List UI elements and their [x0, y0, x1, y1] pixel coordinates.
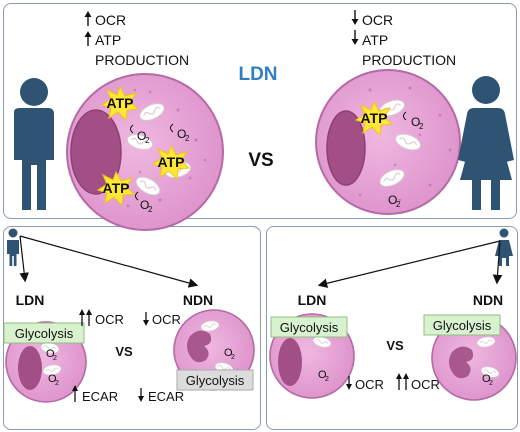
o2-molecule: O 2: [46, 348, 57, 362]
increase-arrow-icon: [84, 31, 92, 46]
svg-text:O: O: [388, 193, 397, 207]
production-text: PRODUCTION: [95, 52, 189, 68]
svg-text:O: O: [48, 373, 57, 385]
increase-arrow-icon: [84, 11, 92, 26]
svg-text:2: 2: [148, 205, 153, 214]
atp-label: ATP: [107, 95, 134, 111]
svg-text:2: 2: [419, 122, 424, 131]
decrease-arrow-icon: [351, 10, 359, 25]
svg-text:O: O: [318, 369, 327, 381]
ocr-label: OCR: [362, 12, 393, 28]
svg-text:O: O: [140, 198, 149, 212]
svg-text:O: O: [224, 347, 233, 359]
production-text: PRODUCTION: [362, 52, 456, 68]
small-male-icon: [7, 228, 19, 266]
glycolysis-box: [270, 316, 348, 338]
cell-high-atp: [66, 73, 224, 231]
o2-molecule: O 2: [388, 193, 401, 209]
o2-molecule: O 2: [224, 347, 235, 361]
double-increase-arrow-icon: [396, 373, 409, 390]
ecar-label: ECAR: [82, 389, 118, 404]
decrease-arrow-icon: [143, 312, 149, 326]
o2-molecule: O 2: [403, 111, 424, 131]
o2-molecule: O 2: [170, 123, 190, 143]
vs-label: VS: [386, 338, 404, 353]
decrease-arrow-icon: [138, 388, 144, 402]
small-female-icon: [495, 228, 513, 266]
svg-text:O: O: [482, 373, 491, 385]
svg-text:O: O: [46, 348, 55, 360]
o2-molecule: O 2: [130, 124, 150, 145]
glycolysis-label: Glycolysis: [280, 320, 339, 335]
o2-molecule: O 2: [318, 369, 329, 383]
atp-label: ATP: [103, 180, 130, 196]
vs-label: VS: [248, 150, 273, 171]
glycolysis-box: [423, 314, 501, 336]
center-title: LDN: [238, 64, 277, 85]
ldn-label: LDN: [298, 292, 327, 308]
female-person-icon: [458, 76, 514, 210]
ndn-label: NDN: [183, 292, 213, 308]
ocr-label: OCR: [152, 312, 181, 327]
svg-text:2: 2: [231, 354, 235, 361]
svg-text:O: O: [177, 127, 186, 141]
double-increase-arrow-icon: [79, 309, 92, 326]
ocr-label: OCR: [95, 312, 124, 327]
svg-text:2: 2: [489, 380, 493, 387]
increase-arrow-icon: [72, 385, 78, 402]
svg-text:O: O: [411, 115, 420, 129]
ldn-label: LDN: [16, 292, 45, 308]
atp-label: ATP: [361, 110, 388, 126]
glycolysis-box: [176, 369, 254, 391]
glycolysis-label: Glycolysis: [433, 318, 492, 333]
svg-text:2: 2: [396, 200, 401, 209]
ocr-label: OCR: [411, 377, 440, 392]
vs-label: VS: [115, 344, 133, 359]
o2-molecule: O 2: [48, 373, 59, 387]
atp-text: ATP: [95, 32, 121, 48]
cell-low-atp: [315, 69, 461, 215]
svg-text:O: O: [137, 129, 146, 143]
atp-text: ATP: [362, 32, 388, 48]
glycolysis-label: Glycolysis: [186, 373, 245, 388]
atp-label: ATP: [158, 154, 185, 170]
o2-molecule: O 2: [482, 373, 493, 387]
svg-text:2: 2: [145, 136, 150, 145]
svg-text:2: 2: [325, 376, 329, 383]
ocr-label: OCR: [95, 12, 126, 28]
svg-text:2: 2: [185, 134, 190, 143]
svg-text:2: 2: [55, 380, 59, 387]
ocr-label: OCR: [355, 377, 384, 392]
ndn-label: NDN: [473, 292, 503, 308]
ecar-label: ECAR: [148, 389, 184, 404]
svg-text:2: 2: [53, 355, 57, 362]
glycolysis-label: Glycolysis: [15, 326, 74, 341]
male-person-icon: [14, 78, 54, 210]
decrease-arrow-icon: [351, 30, 359, 45]
glycolysis-box: [3, 322, 85, 344]
o2-molecule: O 2: [135, 191, 153, 214]
decrease-arrow-icon: [346, 376, 352, 390]
